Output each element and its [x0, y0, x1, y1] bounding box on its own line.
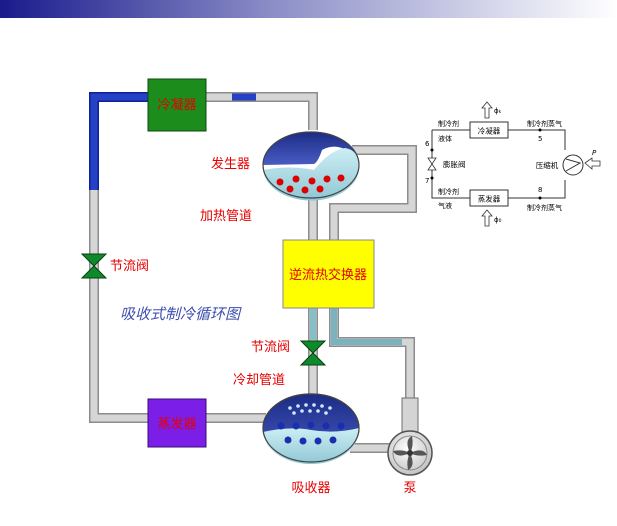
diagram-title: 吸收式制冷循环图	[120, 305, 242, 323]
throttle-valve-left	[80, 253, 108, 279]
inset-expansion-valve-label: 膨胀阀	[443, 159, 466, 169]
inset-condenser-box	[469, 121, 509, 139]
header-gradient	[0, 0, 617, 18]
throttle-valve-right	[299, 340, 327, 366]
inset-phi-k-label: ϕₖ	[494, 107, 502, 115]
generator-label: 发生器	[211, 156, 250, 172]
inset-node-6: 6	[425, 140, 430, 148]
pipe-network	[89, 92, 417, 453]
inset-compressor-icon	[562, 154, 584, 176]
absorber-label: 吸收器	[291, 481, 330, 496]
inset-node-8: 8	[538, 186, 542, 194]
counterflow-exchanger	[282, 239, 375, 309]
evaporator-box	[147, 398, 207, 448]
pump	[387, 430, 433, 476]
condenser-label: 冷凝器	[157, 97, 196, 113]
inset-condenser-label: 冷凝器	[478, 126, 501, 136]
inset-vapor-bot: 制冷剂蒸气	[527, 203, 562, 212]
heating-pipe-label: 加热管道	[200, 209, 252, 224]
inset-node-5: 5	[538, 135, 542, 143]
inset-node-7: 7	[425, 177, 429, 185]
inset-liquid-bot-1: 制冷剂	[438, 187, 459, 196]
inset-heat-out-arrow	[481, 101, 493, 119]
evaporator-label: 蒸发器	[157, 416, 196, 432]
inset-p-label: P	[592, 149, 597, 157]
condenser-box	[147, 78, 207, 132]
inset-compressor-label: 压缩机	[536, 160, 559, 170]
inset-liquid-bot-2: 气液	[438, 201, 452, 210]
throttle-valve-right-label: 节流阀	[251, 340, 290, 355]
inset-evaporator-box	[469, 189, 509, 207]
generator-vessel	[262, 131, 360, 201]
inset-phi-0-label: ϕ₀	[494, 216, 502, 224]
inset-evaporator-label: 蒸发器	[478, 194, 501, 204]
inset-liquid-top-1: 制冷剂	[438, 119, 459, 128]
exchanger-label: 逆流热交换器	[289, 267, 367, 283]
pump-label: 泵	[403, 481, 416, 496]
cooling-pipe-label: 冷却管道	[233, 373, 285, 388]
inset-liquid-top-2: 液体	[438, 134, 452, 143]
inset-vapor-top: 制冷剂蒸气	[527, 119, 562, 128]
throttle-valve-left-label: 节流阀	[110, 259, 149, 274]
inset-schematic: 冷凝器 蒸发器 压缩机 P ϕₖ ϕ₀ 膨胀阀 制冷剂 液体 制冷剂蒸气 制冷剂…	[425, 101, 601, 227]
absorber-vessel	[262, 393, 360, 465]
inset-power-arrow	[584, 157, 601, 170]
inset-heat-in-arrow	[481, 209, 493, 227]
inset-valve-icon	[427, 157, 437, 165]
pump-inlet	[401, 397, 419, 435]
